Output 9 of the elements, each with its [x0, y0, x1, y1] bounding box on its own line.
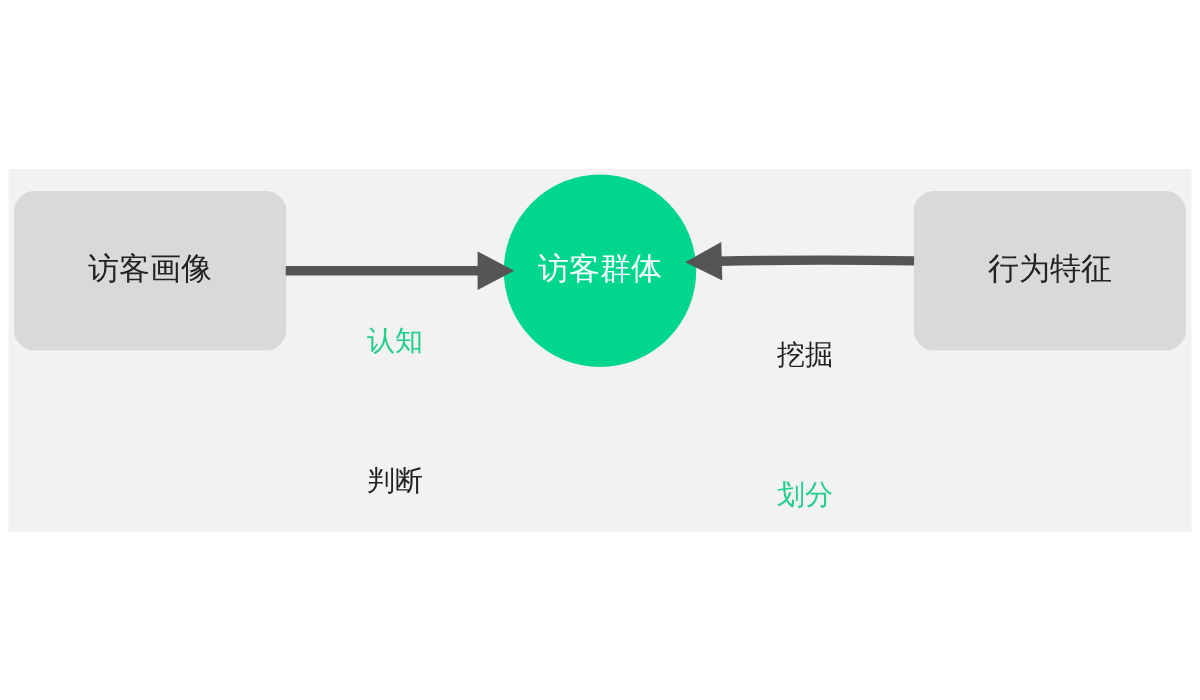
node-box: 行为特征	[913, 190, 1186, 350]
arrow	[685, 241, 915, 280]
node-box: 访客画像	[14, 190, 287, 350]
label: 划分	[776, 477, 833, 511]
label: 挖掘	[776, 337, 833, 371]
arrow	[285, 250, 515, 290]
label: 判断	[367, 463, 424, 497]
node-circle: 访客群体	[503, 174, 697, 367]
label: 认知	[367, 323, 424, 357]
